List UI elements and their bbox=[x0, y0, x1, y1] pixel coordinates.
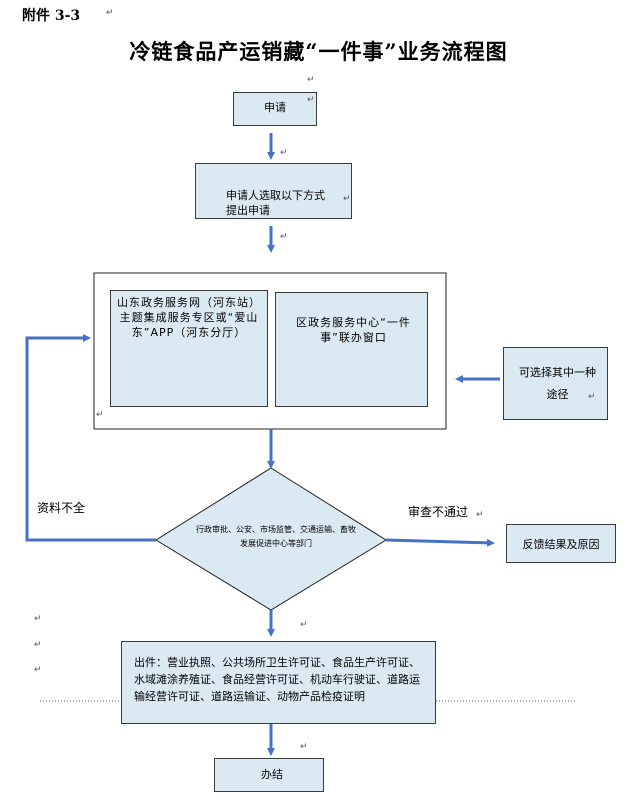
paragraph-mark-icon: ↵ bbox=[307, 75, 315, 85]
done-box: 办结 bbox=[214, 758, 324, 792]
paragraph-mark-icon: ↵ bbox=[34, 640, 42, 650]
done-label: 办结 bbox=[261, 768, 283, 781]
paragraph-mark-icon: ↵ bbox=[476, 510, 484, 520]
paragraph-mark-icon: ↵ bbox=[300, 742, 308, 752]
incomplete-label: 资料不全 bbox=[37, 501, 86, 515]
paragraph-mark-icon: ↵ bbox=[106, 8, 114, 18]
paragraph-mark-icon: ↵ bbox=[588, 392, 596, 402]
online-channel-box: 山东政务服务网（河东站）主题集成服务专区或“爱山东”APP（河东分厅） bbox=[110, 290, 268, 407]
paragraph-mark-icon: ↵ bbox=[300, 620, 308, 630]
either-route-box: 可选择其中一种途径 bbox=[503, 347, 608, 420]
apply-label: 申请 bbox=[264, 101, 286, 114]
arrow-incomplete-loop bbox=[25, 334, 156, 542]
issue-box: 出件：营业执照、公共场所卫生许可证、食品生产许可证、水域滩涂养殖证、食品经营许可… bbox=[121, 641, 436, 724]
review-label: 行政审批、公安、市场监管、交通运输、畜牧发展促进中心等部门 bbox=[196, 525, 356, 548]
rejected-label: 审查不通过 bbox=[408, 505, 469, 519]
choose-method-box: 申请人选取以下方式 提出申请 bbox=[195, 163, 352, 219]
issue-label: 出件：营业执照、公共场所卫生许可证、食品生产许可证、水域滩涂养殖证、食品经营许可… bbox=[134, 656, 420, 703]
paragraph-mark-icon: ↵ bbox=[280, 148, 288, 158]
online-channel-label: 山东政务服务网（河东站）主题集成服务专区或“爱山东”APP（河东分厅） bbox=[117, 296, 261, 339]
feedback-label: 反馈结果及原因 bbox=[522, 538, 600, 551]
choose-method-label: 申请人选取以下方式 提出申请 bbox=[226, 189, 325, 217]
paragraph-mark-icon: ↵ bbox=[34, 614, 42, 624]
page-title: 冷链食品产运销藏“一件事”业务流程图 bbox=[129, 39, 508, 64]
paragraph-mark-icon: ↵ bbox=[280, 232, 288, 242]
paragraph-mark-icon: ↵ bbox=[34, 665, 42, 675]
either-route-label: 可选择其中一种途径 bbox=[519, 366, 596, 401]
paragraph-mark-icon: ↵ bbox=[343, 194, 351, 204]
arrow-rejected bbox=[385, 538, 495, 547]
attachment-label: 附件 3-3 bbox=[22, 8, 81, 24]
paragraph-mark-icon: ↵ bbox=[307, 95, 315, 105]
apply-box: 申请 bbox=[233, 92, 317, 126]
offline-channel-box: 区政务服务中心“一件事”联办窗口 bbox=[275, 292, 428, 407]
feedback-box: 反馈结果及原因 bbox=[506, 524, 616, 563]
offline-channel-label: 区政务服务中心“一件事”联办窗口 bbox=[296, 316, 411, 344]
paragraph-mark-icon: ↵ bbox=[96, 410, 104, 420]
